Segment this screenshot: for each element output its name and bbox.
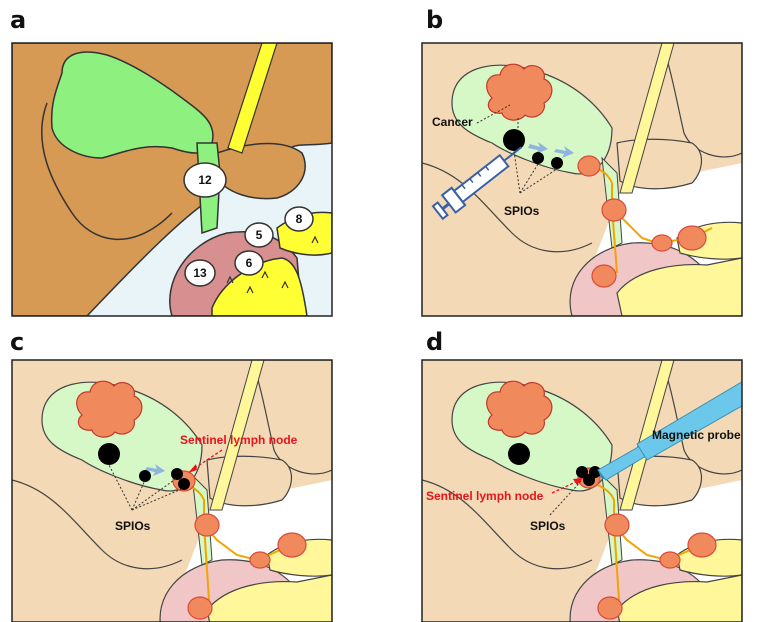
- spio-label: SPIOs: [530, 519, 566, 533]
- spio-label: SPIOs: [115, 519, 151, 533]
- spio-label: SPIOs: [504, 204, 540, 218]
- panel-a-label: a: [10, 6, 26, 34]
- sentinel-label: Sentinel lymph node: [180, 433, 298, 447]
- sentinel-label: Sentinel lymph node: [426, 489, 544, 503]
- panel-a: 12 5 8 13 6: [12, 43, 332, 316]
- caudate-lobe: [217, 144, 305, 199]
- panel-b-label: b: [426, 6, 443, 34]
- lymph-node: [278, 533, 306, 557]
- panel-b: Cancer: [422, 43, 742, 316]
- station-12-label: 12: [198, 173, 212, 187]
- probe-label: Magnetic probe: [652, 428, 741, 442]
- lymph-node: [688, 533, 716, 557]
- lymph-node: [652, 235, 672, 251]
- panel-c-label: c: [10, 328, 24, 356]
- station-13-label: 13: [193, 266, 207, 280]
- lymph-node: [188, 597, 212, 619]
- lymph-node: [678, 226, 706, 250]
- lymph-node: [250, 552, 270, 568]
- lymph-node: [605, 514, 629, 536]
- lymph-node: [602, 199, 626, 221]
- lymph-node: [195, 514, 219, 536]
- station-6-label: 6: [246, 256, 253, 270]
- panel-d: Magnetic probe Sentinel lymph node SPIOs: [422, 360, 772, 622]
- station-8-label: 8: [296, 212, 303, 226]
- lymph-node: [660, 552, 680, 568]
- lymph-node: [578, 156, 600, 176]
- panel-c: Sentinel lymph node SPIOs: [12, 360, 332, 622]
- cancer-label: Cancer: [432, 115, 473, 129]
- lymph-node: [598, 597, 622, 619]
- panel-d-label: d: [426, 328, 443, 356]
- station-5-label: 5: [256, 228, 263, 242]
- lymph-node: [592, 265, 616, 287]
